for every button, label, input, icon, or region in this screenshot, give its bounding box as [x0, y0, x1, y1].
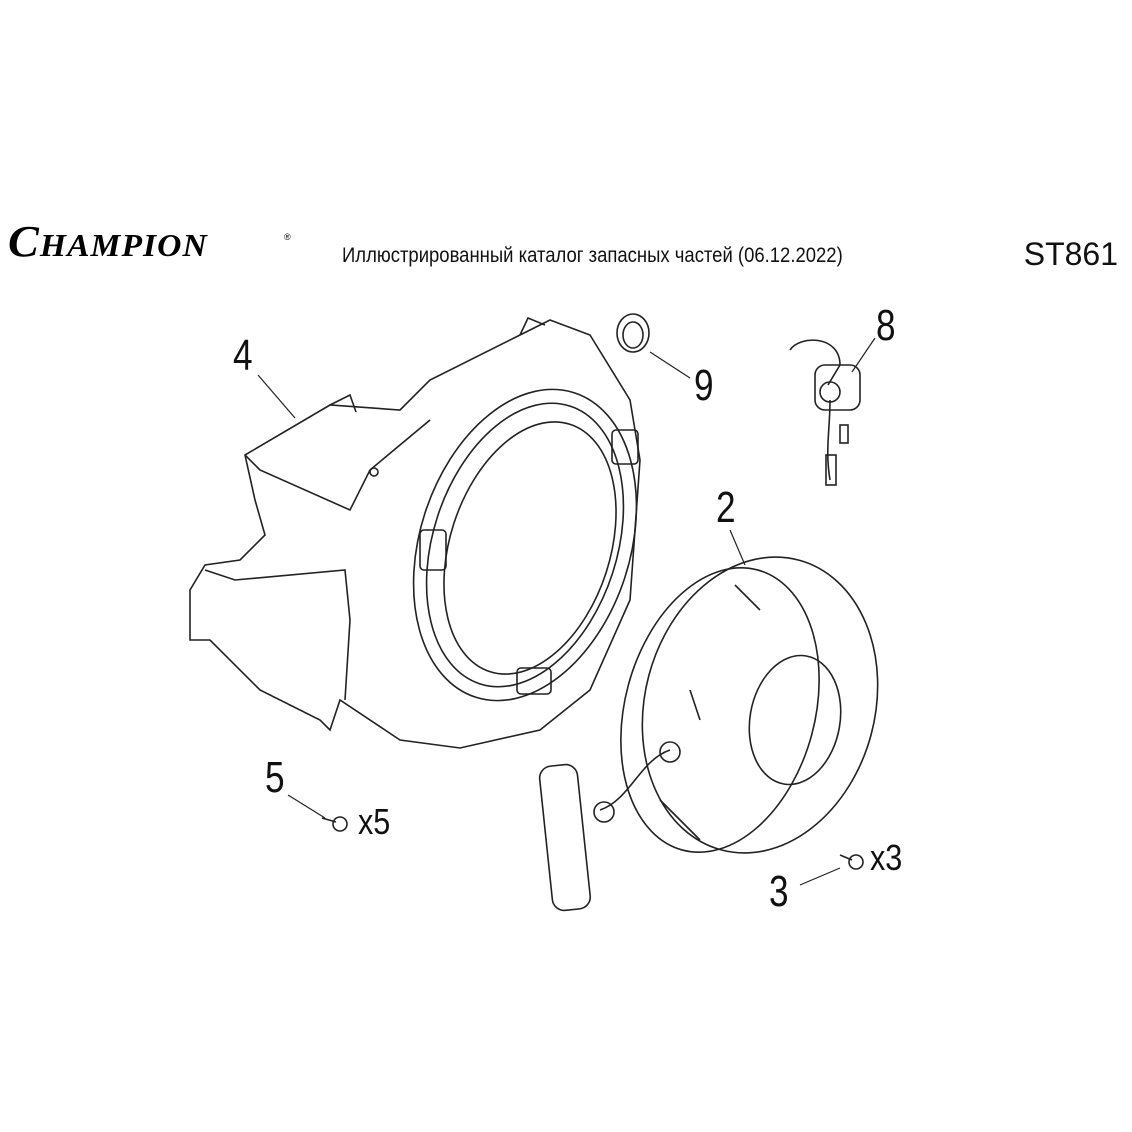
bolt-5-drawing [321, 816, 348, 832]
recoil-starter-drawing [538, 556, 879, 912]
model-number: ST861 [1023, 236, 1118, 272]
callout-5: 5 [265, 753, 285, 802]
catalog-title: Иллюстрированный каталог запасных частей… [342, 244, 843, 267]
stop-switch-drawing [789, 339, 861, 486]
bolt-3-drawing [839, 854, 864, 870]
callout-9: 9 [694, 361, 714, 410]
callout-8: 8 [876, 301, 896, 350]
quantity-5: x5 [358, 801, 391, 842]
grommet-drawing [616, 313, 650, 353]
callout-3: 3 [769, 867, 789, 916]
quantity-3: x3 [870, 837, 903, 878]
registered-mark: ® [284, 232, 291, 242]
brand-logo: CHAMPION [8, 217, 208, 266]
callout-4: 4 [233, 331, 253, 380]
callout-2: 2 [716, 483, 736, 532]
blower-housing-drawing [189, 316, 641, 749]
leader-lines [257, 337, 876, 886]
